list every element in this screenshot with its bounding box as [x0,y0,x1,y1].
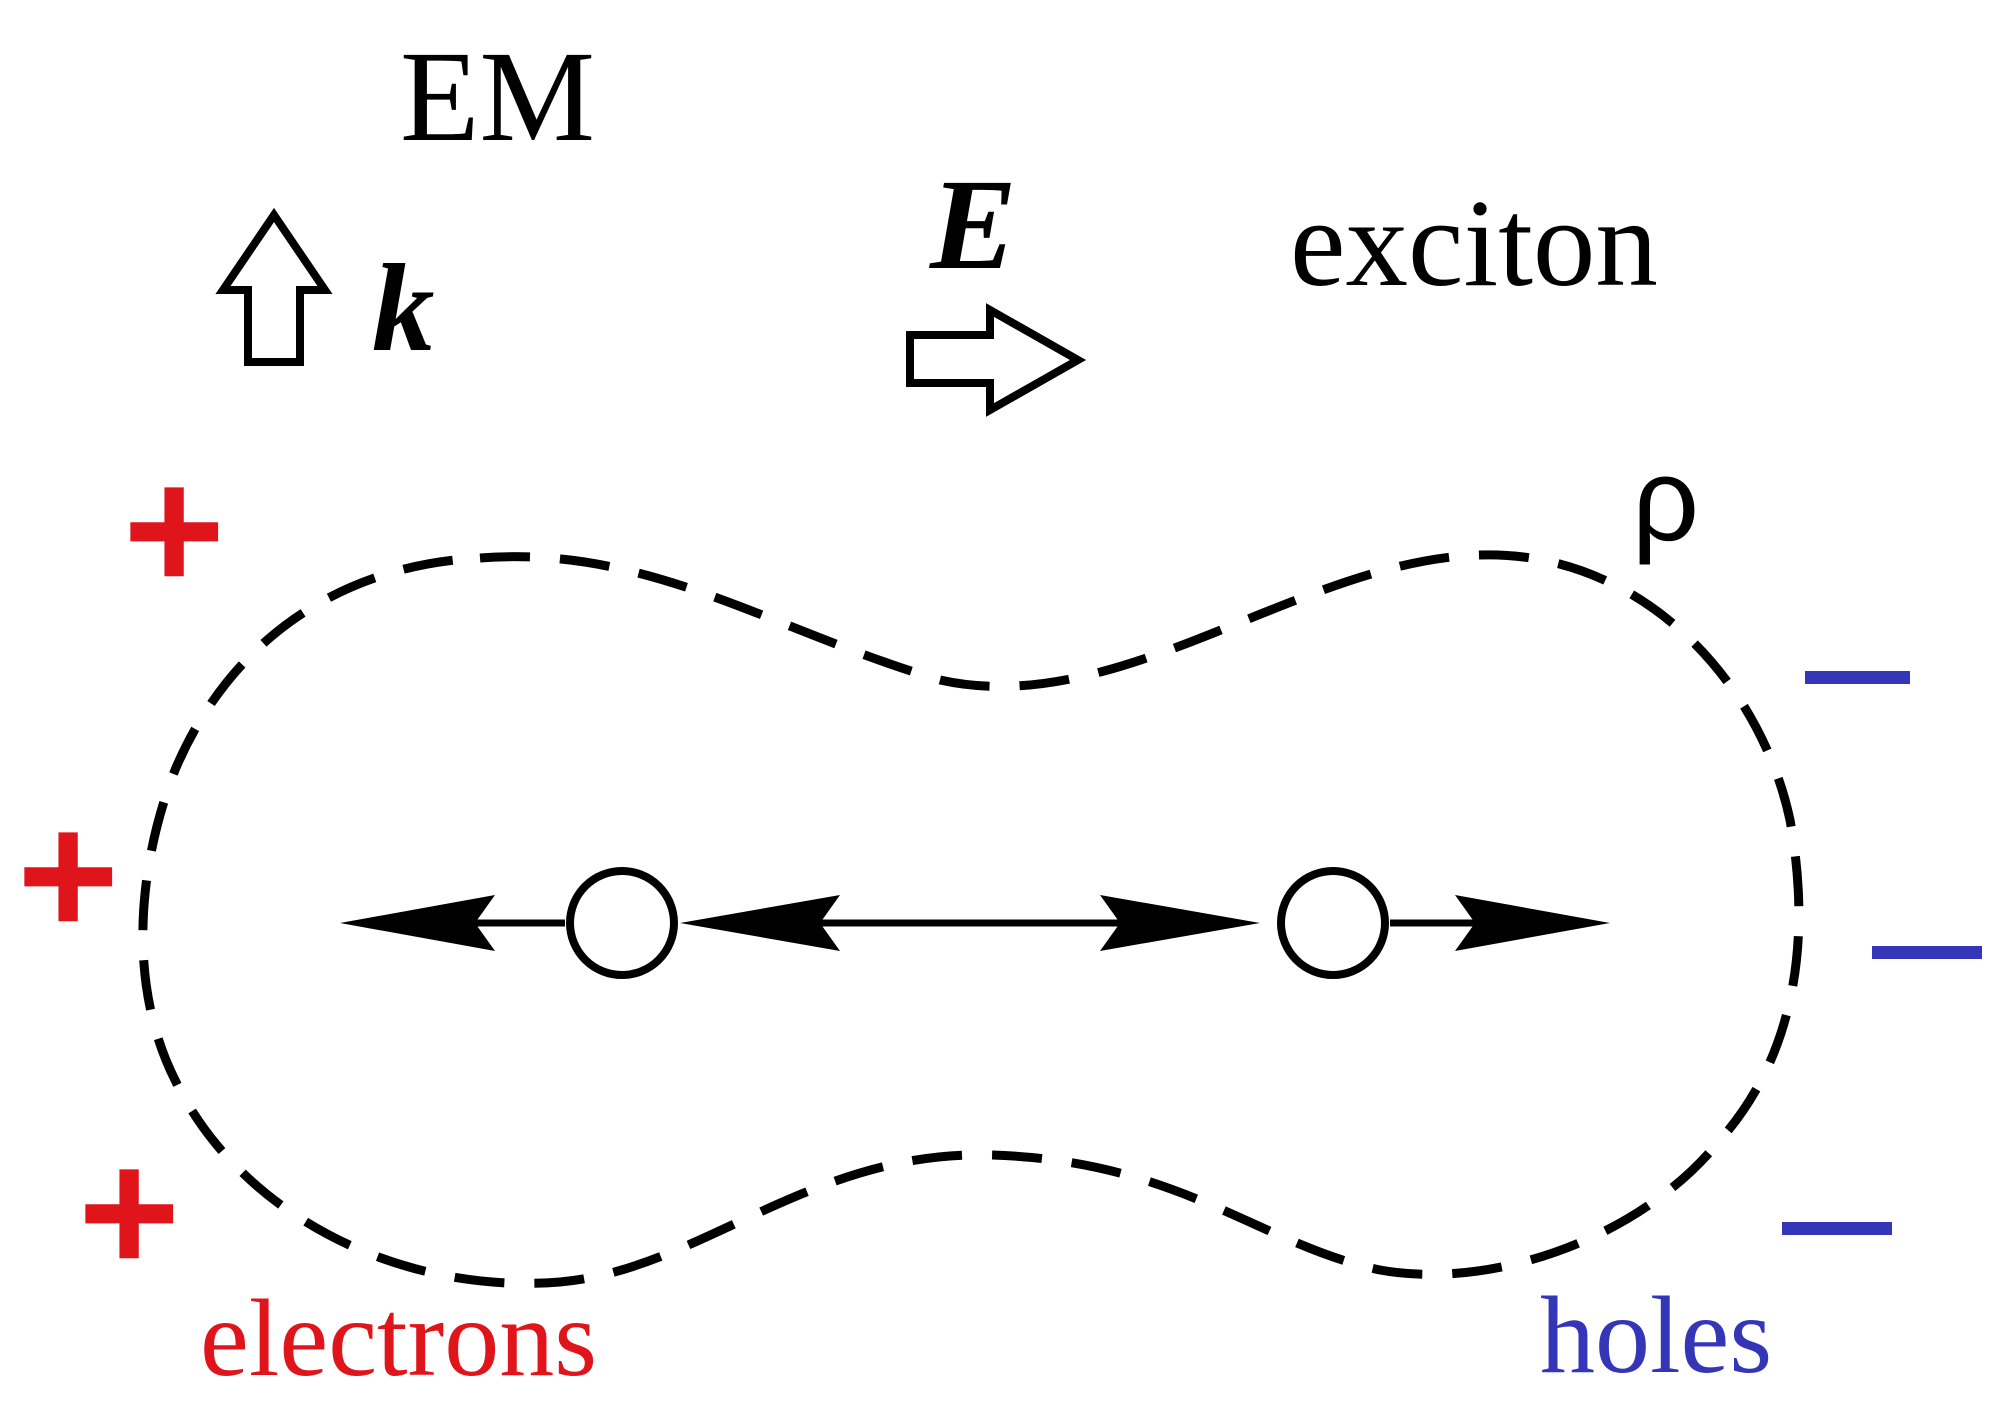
right-arrowhead-icon [1455,895,1610,951]
k-label: k [372,240,435,378]
left-charge-circle [566,867,678,979]
minus-sign-icon [1872,946,1982,959]
left-arrowhead-icon [340,895,495,951]
hole-charges [1782,671,1982,1235]
exciton-label: exciton [1290,175,1658,313]
em-label: EM [400,25,595,169]
charge-density-outline [138,550,1804,1288]
minus-sign-icon [1782,1222,1892,1235]
plus-sign-icon: + [78,1115,180,1310]
center-right-arrowhead-icon [1100,895,1260,951]
minus-sign-icon [1805,671,1910,684]
holes-label: holes [1540,1274,1772,1396]
e-field-vector: E [906,153,1087,417]
electrons-label: electrons [200,1277,597,1399]
plus-sign-icon: + [123,433,225,628]
plus-sign-icon: + [17,778,119,973]
center-left-arrowhead-icon [680,895,840,951]
right-charge-circle [1277,867,1389,979]
k-wave-vector: k [215,207,435,378]
rho-label: ρ [1632,434,1699,566]
electron-charges: + + + [17,433,225,1310]
hollow-up-arrow-icon [215,207,333,366]
e-field-label: E [929,153,1017,297]
hollow-right-arrow-icon [906,303,1087,417]
dipole [340,867,1610,979]
